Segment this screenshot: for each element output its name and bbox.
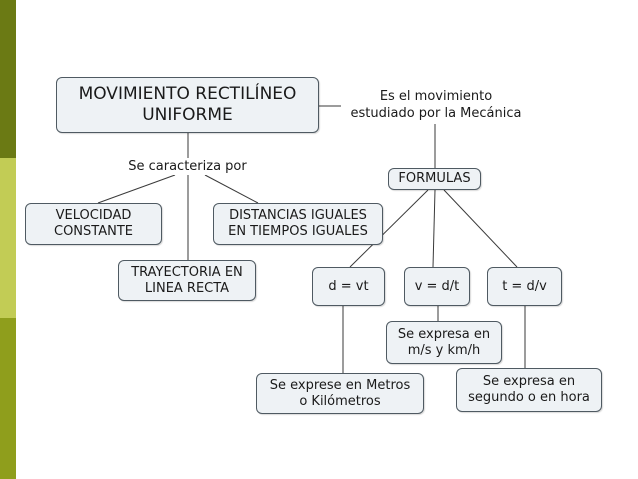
unit-distance-node: Se exprese en Metros o Kilómetros [256,373,424,414]
trayectoria-node: TRAYECTORIA EN LINEA RECTA [118,260,256,301]
formulas-node: FORMULAS [388,168,481,190]
velocidad-line-1: VELOCIDAD [55,208,132,223]
characterized-by-label: Se caracteriza por [115,158,260,175]
definition-line-2: estudiado por la Mecánica [350,106,522,121]
unit-speed-line-2: m/s y km/h [407,342,481,358]
main-concept-line-2: UNIFORME [142,105,233,125]
unit-time-line-1: Se expresa en [482,374,576,389]
decorative-stripe-bottom [0,318,16,479]
decorative-stripe-middle [0,158,16,318]
velocidad-constante-node: VELOCIDAD CONSTANTE [25,203,162,245]
distancias-line-1: DISTANCIAS IGUALES [229,208,367,223]
unit-speed-line-1: Se expresa en [397,326,491,342]
definition-label: Es el movimiento estudiado por la Mecáni… [341,88,531,122]
trayectoria-line-1: TRAYECTORIA EN [131,264,243,280]
unit-distance-line-2: o Kilómetros [299,393,381,409]
main-concept-line-1: MOVIMIENTO RECTILÍNEO [78,84,297,104]
decorative-stripe-top [0,0,16,158]
formula-v-node: v = d/t [404,267,470,306]
formula-t-node: t = d/v [487,267,562,306]
unit-speed-node: Se expresa en m/s y km/h [386,321,502,364]
main-concept-node: MOVIMIENTO RECTILÍNEO UNIFORME [56,77,319,133]
connector-formulas-to-v [432,189,436,268]
unit-time-line-2: segundo o en hora [468,390,590,405]
velocidad-line-2: CONSTANTE [54,224,133,239]
distancias-iguales-node: DISTANCIAS IGUALES EN TIEMPOS IGUALES [213,203,383,245]
connector-caracteriza-to-distancias [204,174,259,204]
formula-d-node: d = vt [312,267,385,306]
definition-line-1: Es el movimiento [379,89,493,104]
trayectoria-line-2: LINEA RECTA [144,280,230,296]
distancias-line-2: EN TIEMPOS IGUALES [228,224,368,239]
connector-formulas-to-t [443,189,518,268]
unit-distance-line-1: Se exprese en Metros [269,377,411,393]
unit-time-node: Se expresa en segundo o en hora [456,368,602,412]
connector-formulas-to-d [349,189,429,268]
connector-caracteriza-to-velocidad [97,174,176,204]
